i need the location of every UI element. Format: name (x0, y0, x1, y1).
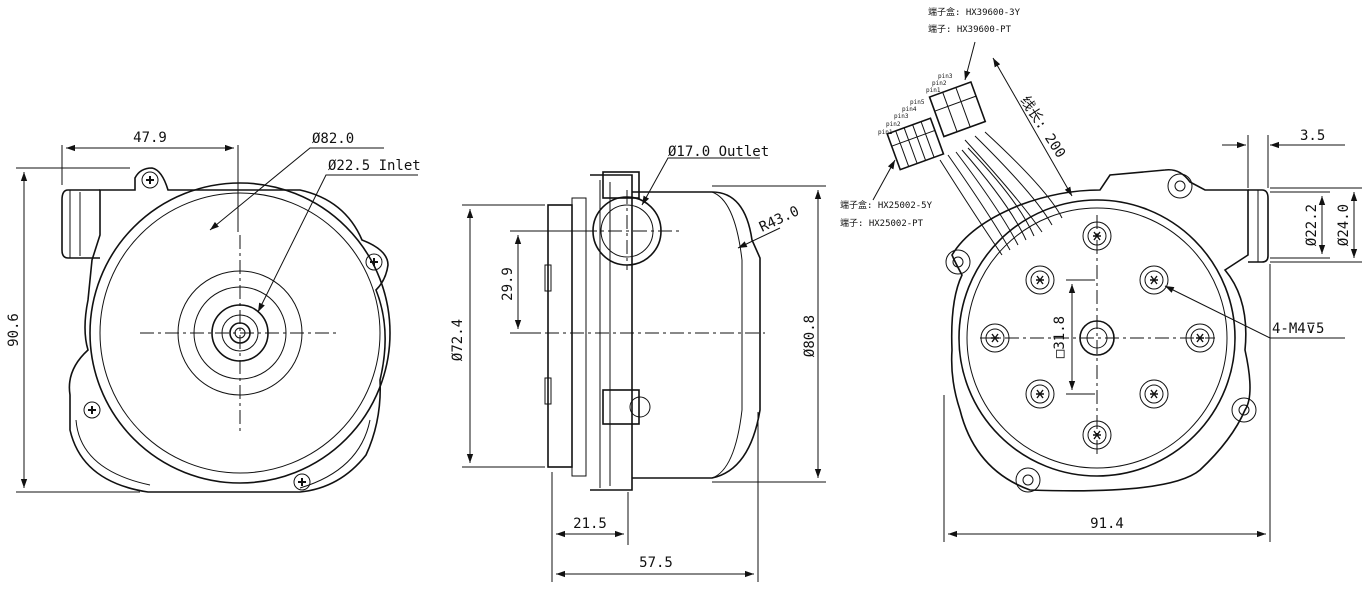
screw-boss-icon (1139, 379, 1169, 409)
connector-b-terminal: 端子: HX25002-PT (840, 217, 924, 229)
mount-plate (547, 204, 573, 468)
dim-left-height: 90.6 (6, 313, 22, 347)
pin-label: pin5 (910, 99, 925, 106)
dim-diameter-22: Ø22.2 (1304, 204, 1320, 246)
rear-view-motor: pin3 pin2 pin1 pin5 pin4 pin3 pin2 pin1 … (840, 6, 1362, 542)
pin-label: pin3 (894, 113, 909, 120)
dim-radius: R43.0 (757, 203, 802, 235)
connector-a-terminal: 端子: HX39600-PT (928, 23, 1012, 35)
connector-b-box: 端子盒: HX25002-5Y (840, 199, 933, 211)
dim-nozzle-offset: 3.5 (1300, 128, 1325, 144)
screw-icon (365, 253, 383, 271)
pin-label: pin2 (886, 121, 901, 128)
left-outer-ring (89, 182, 391, 484)
pin-label: pin4 (902, 106, 917, 113)
dim-outlet-offset: 29.9 (500, 267, 516, 301)
dim-diameter-80: Ø80.8 (802, 315, 818, 357)
dim-inlet-diameter: Ø22.5 Inlet (328, 158, 421, 174)
connector-5pin (886, 117, 945, 171)
right-housing-outline (950, 168, 1251, 492)
screw-icon (83, 401, 101, 419)
dim-diameter-24: Ø24.0 (1336, 204, 1352, 246)
dim-outer-diameter: Ø82.0 (312, 131, 354, 147)
dim-right-width: 91.4 (1090, 516, 1124, 532)
pin-label: pin3 (938, 73, 953, 80)
dim-outlet-diameter: Ø17.0 Outlet (668, 144, 769, 160)
dim-depth: 21.5 (573, 516, 607, 532)
dim-diameter-72: Ø72.4 (450, 319, 466, 361)
cable-length: 线长: 200 (1017, 93, 1069, 161)
front-view-inlet: 47.9 90.6 Ø82.0 Ø22.5 Inlet (6, 130, 421, 493)
left-side-nozzle (61, 189, 100, 259)
dim-length: 57.5 (639, 555, 673, 571)
screw-boss-icon (1025, 265, 1055, 295)
pin-label: pin2 (932, 80, 947, 87)
motor-body (632, 191, 761, 479)
motor-rear-ring (958, 199, 1236, 477)
screw-boss-icon (1025, 379, 1055, 409)
screw-icon (141, 171, 159, 189)
pin-label: pin1 (878, 129, 893, 136)
pin-label: pin1 (926, 87, 941, 94)
screw-boss-icon (1139, 265, 1169, 295)
side-view-outlet: Ø17.0 Outlet R43.0 29.9 Ø72.4 Ø80.8 21.5… (450, 144, 826, 582)
dim-square: □31.8 (1052, 316, 1068, 358)
dim-left-width: 47.9 (133, 130, 167, 146)
connector-a-box: 端子盒: HX39600-3Y (928, 6, 1021, 18)
dim-thread: 4-M4⊽5 (1272, 321, 1324, 337)
left-housing-outline (68, 167, 389, 493)
connector-3pin (928, 80, 987, 138)
